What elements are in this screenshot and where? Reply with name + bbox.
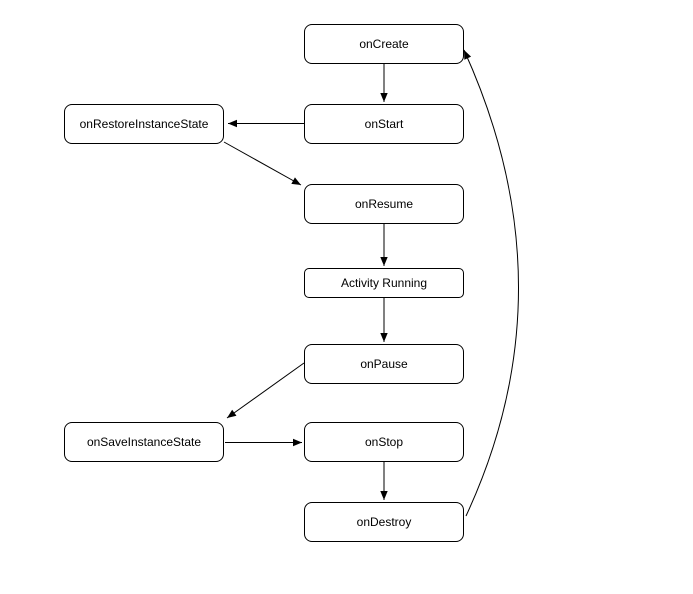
node-onsaveinstancestate-label: onSaveInstanceState	[86, 435, 202, 449]
node-ondestroy: onDestroy	[304, 502, 464, 542]
node-onrestoreinstancestate: onRestoreInstanceState	[64, 104, 224, 144]
node-onresume-label: onResume	[354, 197, 414, 211]
edge-onpause-onsave-arrow	[226, 362, 305, 419]
node-onpause-label: onPause	[360, 357, 408, 371]
node-ondestroy-label: onDestroy	[356, 515, 412, 529]
node-onpause: onPause	[304, 344, 464, 384]
node-oncreate-label: onCreate	[359, 37, 409, 51]
edge-ondestroy-oncreate-arrow	[463, 49, 519, 517]
node-onstop: onStop	[304, 422, 464, 462]
node-onresume: onResume	[304, 184, 464, 224]
node-onstart: onStart	[304, 104, 464, 144]
node-activity-running: Activity Running	[304, 268, 464, 298]
node-oncreate: onCreate	[304, 24, 464, 64]
edge-onrestore-onresume-arrow	[223, 141, 302, 186]
node-onsaveinstancestate: onSaveInstanceState	[64, 422, 224, 462]
node-onstart-label: onStart	[364, 117, 404, 131]
node-onstop-label: onStop	[364, 435, 404, 449]
node-onrestoreinstancestate-label: onRestoreInstanceState	[79, 117, 209, 131]
node-activity-running-label: Activity Running	[340, 276, 428, 290]
